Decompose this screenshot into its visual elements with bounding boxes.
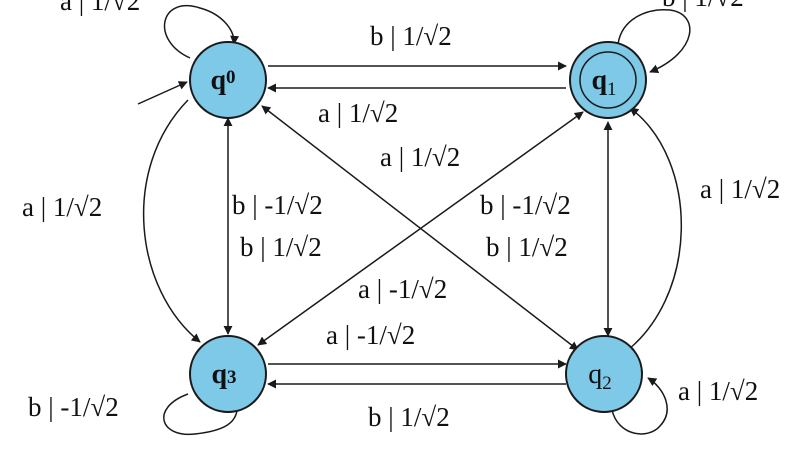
edge-q0-to-q3-curve: [142, 99, 201, 343]
state-q1-label: q1: [591, 65, 616, 100]
state-q1-sub: 1: [607, 79, 617, 100]
state-q0-label: q0: [210, 65, 235, 96]
state-q1-circle: [569, 41, 647, 119]
label-q1-to-q3: a | -1/√2: [358, 274, 447, 304]
start-arrow: [137, 81, 188, 105]
label-q2-to-q0: a | 1/√2: [380, 142, 460, 172]
label-q0-to-q1: b | 1/√2: [370, 21, 452, 51]
edge-q1-self-loop: [617, 9, 691, 74]
label-q0-q3-minus: b | -1/√2: [232, 190, 323, 220]
state-q3: q3: [189, 335, 267, 413]
label-q1-q2-plus: b | 1/√2: [486, 232, 568, 262]
label-q2-to-q3: b | 1/√2: [368, 402, 450, 432]
edge-q2-to-q1-curve: [619, 107, 683, 357]
state-q2-sub: 2: [602, 373, 612, 394]
edge-q0-self-loop: [163, 5, 240, 59]
state-q0-sub: 0: [226, 67, 236, 88]
state-q0-circle: [189, 41, 267, 119]
state-q0-base: q: [210, 65, 226, 96]
state-q3-label: q3: [211, 359, 236, 390]
edge-q3-self-loop: [163, 393, 243, 436]
label-q3-to-q2: a | -1/√2: [326, 320, 415, 350]
state-q2-circle: [565, 335, 643, 413]
state-q1-base: q: [591, 65, 607, 96]
state-q2: q2: [565, 335, 643, 413]
state-q3-circle: [189, 335, 267, 413]
state-q1-accept-ring: [579, 51, 637, 109]
label-q0-q3-plus: b | 1/√2: [240, 232, 322, 262]
label-q1-to-q0: a | 1/√2: [318, 98, 398, 128]
state-q3-base: q: [211, 359, 227, 390]
state-q3-sub: 3: [227, 367, 237, 388]
state-q2-base: q: [588, 359, 602, 390]
label-q0-to-q3-curve: a | 1/√2: [22, 192, 102, 222]
label-q2-self: a | 1/√2: [678, 376, 758, 406]
state-q0: q0: [189, 41, 267, 119]
label-q1-q2-minus: b | -1/√2: [480, 190, 571, 220]
edge-q0-q2-diagonal: [261, 105, 579, 351]
label-q3-self: b | -1/√2: [28, 392, 119, 422]
state-q2-label: q2: [588, 359, 612, 394]
label-q2-to-q1-curve: a | 1/√2: [700, 174, 780, 204]
edge-q2-self-loop: [611, 377, 668, 435]
label-q1-self: b | 1/√2: [662, 0, 744, 12]
state-q1: q1: [569, 41, 647, 119]
label-q0-self: a | 1/√2: [60, 0, 140, 16]
